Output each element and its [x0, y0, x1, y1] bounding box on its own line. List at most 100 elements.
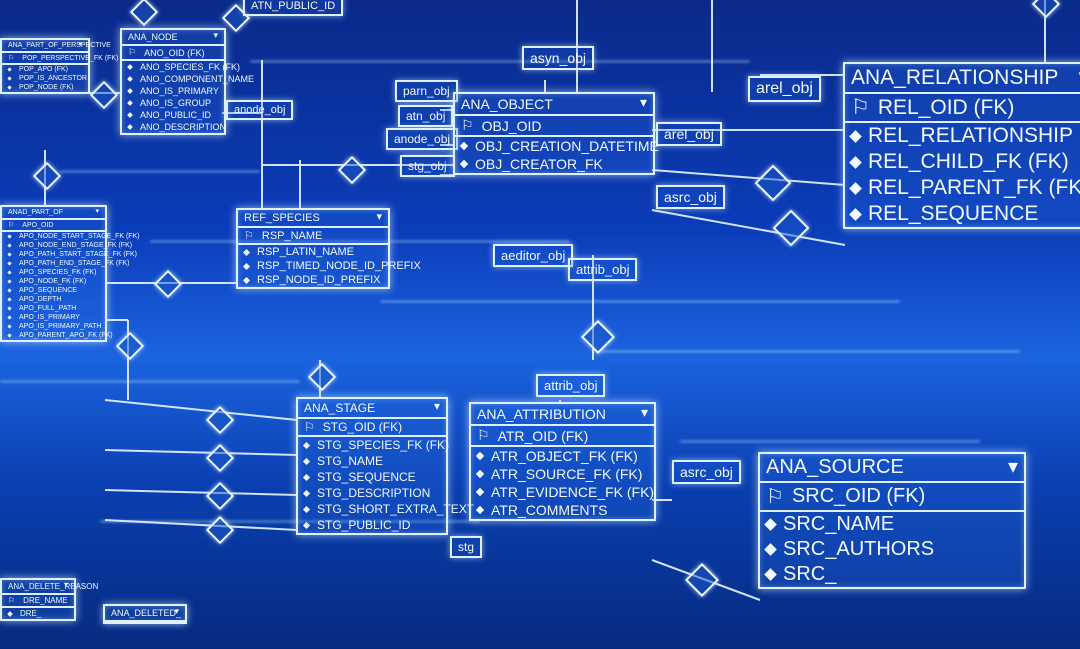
- field-name: STG_SEQUENCE: [317, 470, 416, 484]
- table-row: ⚐REL_OID (FK): [845, 94, 1080, 123]
- diamond-bullet-icon: [127, 112, 133, 118]
- table-row: ⚐ STG_OID (FK): [298, 419, 446, 437]
- diamond-bullet-icon: [7, 261, 12, 266]
- field-name: APO_IS_PRIMARY: [19, 314, 80, 321]
- table-title: ANA_DELETE_REASON▾: [2, 580, 98, 595]
- field-name: ATR_COMMENTS: [491, 502, 608, 518]
- key-icon: ⚐: [304, 420, 315, 434]
- label-stg: stg: [450, 536, 483, 558]
- table-row: ATR_EVIDENCE_FK (FK): [471, 483, 654, 501]
- diamond-bullet-icon: [7, 234, 12, 239]
- table-row: RSP_TIMED_NODE_ID_PREFIX: [238, 259, 421, 273]
- field-name: STG_OID (FK): [322, 420, 403, 434]
- field-name: APO_PATH_END_STAGE_FK (FK): [19, 260, 130, 267]
- diamond-bullet-icon: [7, 243, 12, 248]
- table-row: APO_IS_PRIMARY_PATH: [2, 322, 105, 331]
- label-atn-public-id: ATN_PUBLIC_ID: [243, 0, 344, 16]
- label-asrc-obj: asrc_obj: [656, 185, 725, 209]
- table-title: ANA_RELATIONSHIP▾: [845, 64, 1080, 94]
- table-row: ⚐ SRC_OID (FK): [760, 483, 1024, 512]
- field-name: ANO_IS_GROUP: [140, 98, 212, 108]
- table-row: OBJ_CREATOR_FK: [455, 155, 653, 173]
- field-name: REL_PARENT_FK (FK): [868, 176, 1080, 199]
- diamond-bullet-icon: [7, 333, 12, 338]
- diamond-bullet-icon: [127, 76, 133, 82]
- table-row: ⚐RSP_NAME: [238, 228, 388, 245]
- table-row: ATR_OBJECT_FK (FK): [471, 447, 654, 465]
- field-name: OBJ_CREATION_DATETIME: [475, 138, 659, 154]
- table-row: DRE_: [2, 608, 74, 619]
- table-row: OBJ_CREATION_DATETIME: [455, 137, 659, 155]
- table-title-text: ANA_STAGE: [304, 401, 376, 415]
- field-name: STG_SPECIES_FK (FK): [317, 438, 450, 452]
- table-row: ANO_IS_GROUP: [122, 97, 224, 109]
- label-aeditor-obj: aeditor_obj: [493, 244, 574, 267]
- field-name: STG_PUBLIC_ID: [317, 518, 411, 532]
- table-row: APO_SPECIES_FK (FK): [2, 268, 105, 277]
- table-row: STG_PUBLIC_ID: [298, 517, 446, 533]
- table-title-text: ANA_OBJECT: [461, 96, 553, 112]
- table-row: SRC_NAME: [760, 512, 1024, 537]
- table-row: APO_PATH_END_STAGE_FK (FK): [2, 259, 129, 268]
- table-title: ANA_PART_OF_PERSPECTIVE▾: [2, 40, 111, 53]
- diamond-bullet-icon: [475, 451, 485, 461]
- field-name: APO_PATH_START_STAGE_FK (FK): [19, 251, 137, 258]
- diamond-bullet-icon: [242, 276, 251, 284]
- table-row: ANO_COMPONENT_NAME: [122, 73, 254, 85]
- table-row: ⚐APO_OID: [2, 220, 105, 232]
- table-row: APO_DEPTH: [2, 295, 105, 304]
- table-row: APO_NODE_END_STAGE_FK (FK): [2, 241, 132, 250]
- table-row: ANO_DESCRIPTION: [122, 121, 226, 133]
- table-title-text: ANA_DELETED_: [111, 608, 182, 618]
- label-attrib-obj: attrib_obj: [568, 258, 638, 281]
- table-row: POP_IS_ANCESTOR: [2, 74, 88, 83]
- table-title: ANA_NODE▾: [122, 30, 224, 46]
- diamond-bullet-icon: [302, 489, 311, 497]
- table-title-text: ANA_SOURCE: [766, 456, 904, 478]
- label-asrc-obj-2: asrc_obj: [672, 460, 741, 484]
- diamond-bullet-icon: [7, 315, 12, 320]
- key-icon: ⚐: [766, 486, 784, 508]
- diamond-bullet-icon: [475, 487, 485, 497]
- diamond-bullet-icon: [302, 521, 311, 529]
- field-name: RSP_LATIN_NAME: [257, 246, 354, 258]
- field-name: APO_FULL_PATH: [19, 305, 77, 312]
- diamond-bullet-icon: [7, 252, 12, 257]
- field-name: SRC_OID (FK): [791, 485, 926, 507]
- table-row: APO_PATH_START_STAGE_FK (FK): [2, 250, 137, 259]
- diamond-bullet-icon: [764, 568, 777, 581]
- table-row: APO_SEQUENCE: [2, 286, 105, 295]
- field-name: RSP_NAME: [261, 229, 323, 242]
- table-row: ⚐DRE_NAME: [2, 595, 74, 608]
- chevron-down-icon: ▾: [213, 30, 218, 40]
- field-name: APO_DEPTH: [19, 296, 62, 303]
- chevron-down-icon: ▾: [95, 208, 99, 215]
- table-row: REL_SEQUENCE: [845, 201, 1080, 227]
- table-row: SRC_: [760, 562, 1024, 587]
- table-row: STG_SHORT_EXTRA_TEXT: [298, 501, 474, 517]
- label-arel-obj-2: arel_obj: [656, 122, 722, 146]
- chevron-down-icon: ▾: [639, 94, 647, 110]
- table-row: ATR_SOURCE_FK (FK): [471, 465, 654, 483]
- table-title: ANA_STAGE▾: [298, 399, 446, 419]
- diamond-bullet-icon: [127, 100, 133, 106]
- key-icon: ⚐: [477, 427, 490, 443]
- field-name: POP_APO (FK): [19, 66, 69, 73]
- diamond-bullet-icon: [302, 473, 311, 481]
- table-row: ANO_PUBLIC_ID: [122, 109, 224, 121]
- diamond-bullet-icon: [849, 181, 862, 195]
- table-row: ⚐ANO_OID (FK): [122, 46, 224, 61]
- field-name: APO_SEQUENCE: [19, 287, 77, 294]
- table-title-text: ANA_ATTRIBUTION: [477, 406, 606, 422]
- diamond-bullet-icon: [242, 262, 251, 270]
- label-attrib-obj-2: attrib_obj: [536, 374, 606, 397]
- field-name: RSP_NODE_ID_PREFIX: [257, 274, 381, 286]
- label-anode-obj: anode_obj: [226, 100, 294, 120]
- diamond-bullet-icon: [302, 441, 311, 449]
- diamond-bullet-icon: [849, 155, 862, 169]
- field-name: REL_SEQUENCE: [868, 202, 1039, 225]
- diamond-bullet-icon: [7, 279, 12, 284]
